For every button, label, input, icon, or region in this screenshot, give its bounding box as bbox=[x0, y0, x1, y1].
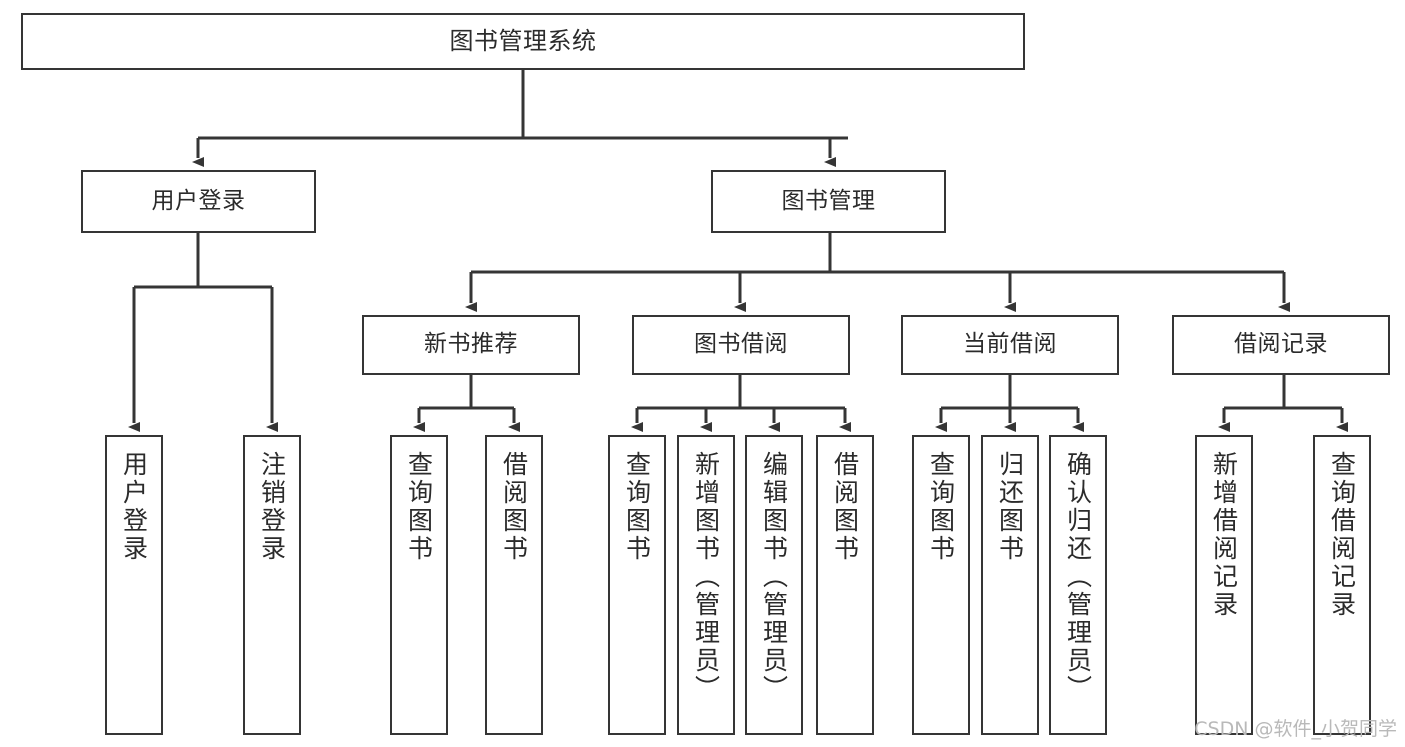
node-label: 借阅记录 bbox=[1234, 331, 1328, 358]
node-root-book-management-system[interactable]: 图书管理系统 bbox=[21, 13, 1025, 70]
node-label: 查询借阅记录 bbox=[1327, 451, 1357, 619]
node-label: 新增借阅记录 bbox=[1209, 451, 1239, 619]
leaf-book-borrow-query-book[interactable]: 查询图书 bbox=[608, 435, 666, 735]
node-label: 借阅图书 bbox=[499, 451, 529, 563]
node-label: 查询图书 bbox=[926, 451, 956, 563]
node-label: 查询图书 bbox=[622, 451, 652, 563]
node-label: 注销登录 bbox=[257, 451, 287, 563]
leaf-current-borrow-return-book[interactable]: 归还图书 bbox=[981, 435, 1039, 735]
node-label: 新增图书（管理员） bbox=[691, 451, 721, 703]
node-label: 当前借阅 bbox=[963, 331, 1057, 358]
node-label: 图书管理系统 bbox=[449, 27, 597, 56]
leaf-user-login-login[interactable]: 用户登录 bbox=[105, 435, 163, 735]
node-new-book-recommend[interactable]: 新书推荐 bbox=[362, 315, 580, 375]
node-current-borrow[interactable]: 当前借阅 bbox=[901, 315, 1119, 375]
leaf-new-book-query-book[interactable]: 查询图书 bbox=[390, 435, 448, 735]
node-borrow-record[interactable]: 借阅记录 bbox=[1172, 315, 1390, 375]
leaf-book-borrow-add-book-admin[interactable]: 新增图书（管理员） bbox=[677, 435, 735, 735]
node-label: 图书管理 bbox=[781, 187, 876, 214]
node-label: 图书借阅 bbox=[694, 331, 788, 358]
leaf-borrow-record-query-record[interactable]: 查询借阅记录 bbox=[1313, 435, 1371, 735]
node-label: 查询图书 bbox=[404, 451, 434, 563]
node-label: 归还图书 bbox=[995, 451, 1025, 563]
node-label: 编辑图书（管理员） bbox=[759, 451, 789, 703]
node-user-login[interactable]: 用户登录 bbox=[81, 170, 316, 233]
leaf-user-login-logout[interactable]: 注销登录 bbox=[243, 435, 301, 735]
node-label: 用户登录 bbox=[151, 187, 246, 214]
leaf-borrow-record-add-record[interactable]: 新增借阅记录 bbox=[1195, 435, 1253, 735]
node-label: 确认归还（管理员） bbox=[1063, 451, 1093, 703]
node-label: 借阅图书 bbox=[830, 451, 860, 563]
leaf-current-borrow-confirm-return-admin[interactable]: 确认归还（管理员） bbox=[1049, 435, 1107, 735]
leaf-book-borrow-borrow-book[interactable]: 借阅图书 bbox=[816, 435, 874, 735]
leaf-new-book-borrow-book[interactable]: 借阅图书 bbox=[485, 435, 543, 735]
leaf-book-borrow-edit-book-admin[interactable]: 编辑图书（管理员） bbox=[745, 435, 803, 735]
node-label: 用户登录 bbox=[119, 451, 149, 563]
node-label: 新书推荐 bbox=[424, 331, 518, 358]
leaf-current-borrow-query-book[interactable]: 查询图书 bbox=[912, 435, 970, 735]
watermark: CSDN @软件_小贺同学 bbox=[1194, 718, 1397, 740]
node-book-borrow[interactable]: 图书借阅 bbox=[632, 315, 850, 375]
node-book-management[interactable]: 图书管理 bbox=[711, 170, 946, 233]
